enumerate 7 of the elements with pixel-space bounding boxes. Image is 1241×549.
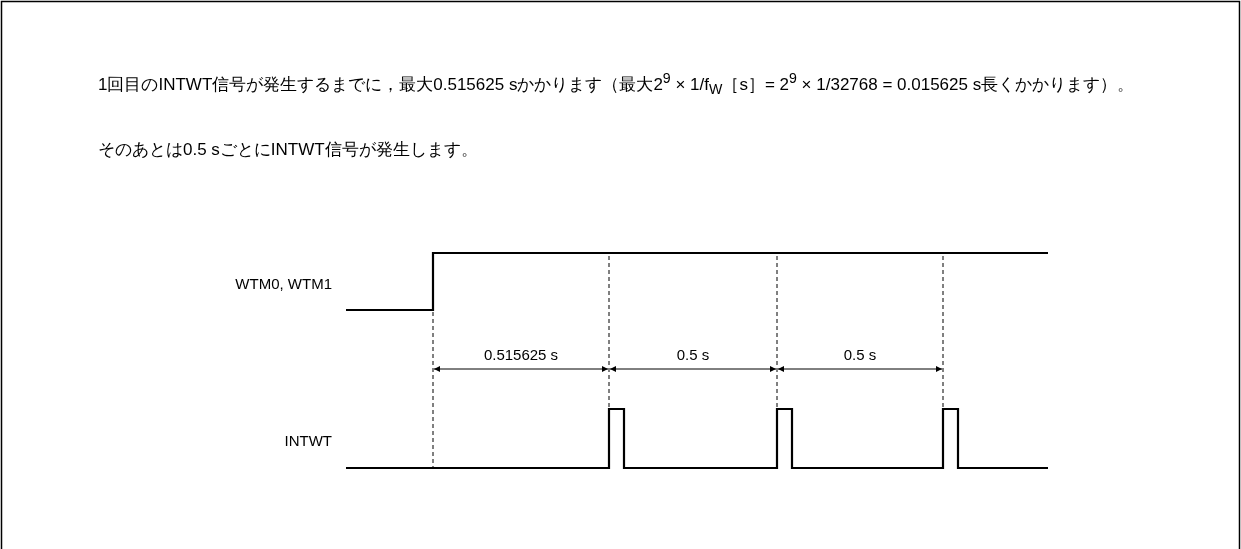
duration-label: 0.5 s	[675, 346, 711, 363]
signal-name: WTM0, WTM1	[235, 275, 332, 292]
duration-label: 0.5 s	[842, 346, 878, 363]
description-text: 1回目のINTWT信号が発生するまでに，最大0.515625 sかかります（最大2$^{9}$ × 1/f$_{W}$［s］= 2$^{9}$ × 1/32768 = 0.015625 s長くかかります）。	[98, 69, 1136, 100]
description-text: そのあとは0.5 sごとにINTWT信号が発生します。	[98, 139, 478, 161]
duration-label: 0.515625 s	[482, 346, 560, 363]
signal-name: INTWT	[284, 432, 332, 449]
